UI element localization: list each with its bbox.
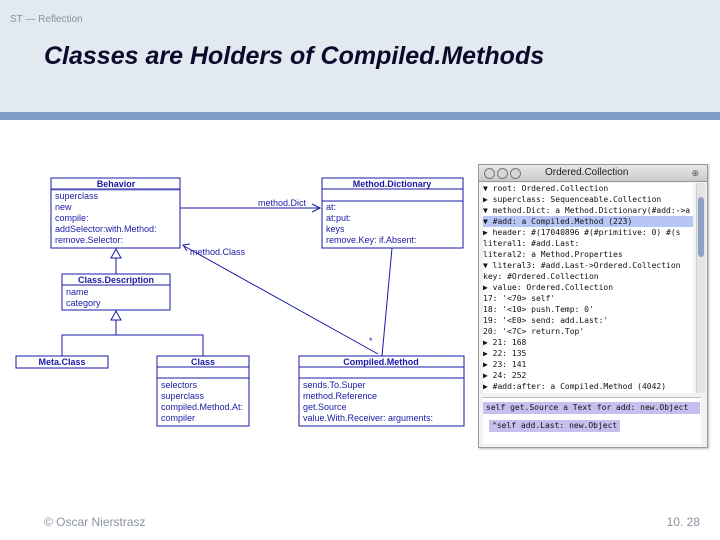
class-box — [156, 355, 250, 427]
tree-row[interactable]: literal2: a Method.Properties — [483, 250, 623, 259]
compiled-method-member: get.Source — [303, 402, 347, 412]
class-member: selectors — [161, 380, 198, 390]
method-class-association — [183, 245, 379, 355]
tree-row[interactable]: ▼ root: Ordered.Collection — [483, 184, 609, 193]
compiled-method-member: value.With.Receiver: arguments: — [303, 413, 433, 423]
tree-row[interactable]: ▶ 22: 135 — [483, 349, 527, 358]
tree-row[interactable]: 20: '<7C> return.Top' — [483, 327, 585, 336]
breadcrumb: ST — Reflection — [10, 14, 83, 25]
header-rule — [0, 112, 720, 120]
page-number: 10. 28 — [666, 515, 700, 529]
method-dictionary-box — [321, 177, 464, 249]
compiled-methods-association — [381, 247, 393, 357]
behavior-name: Behavior — [97, 179, 136, 189]
tree-row[interactable]: ▶ 24: 252 — [483, 371, 527, 380]
collapse-icon[interactable] — [510, 168, 521, 179]
method-dictionary-name: Method.Dictionary — [353, 179, 432, 189]
code-line[interactable]: self get.Source a Text for add: new.Obje… — [483, 402, 700, 414]
behavior-member: superclass — [55, 191, 99, 201]
tree-row[interactable]: ▼ method.Dict: a Method.Dictionary(#add:… — [483, 206, 693, 215]
inspector-scrollbar[interactable] — [696, 183, 705, 393]
class-name: Class — [191, 357, 215, 367]
tree-row[interactable]: ▶ 23: 141 — [483, 360, 527, 369]
method-dict-label: method.Dict — [258, 198, 307, 208]
inheritance-metaclass-class — [61, 334, 204, 356]
metaclass-name: Meta.Class — [38, 357, 85, 367]
behavior-box — [50, 177, 181, 249]
multiplicity-label: * — [369, 336, 373, 346]
compiled-method-member: method.Reference — [303, 391, 377, 401]
compiled-method-member: sends.To.Super — [303, 380, 366, 390]
inspector-window[interactable]: Ordered.Collection ⊕ ▼ root: Ordered.Col… — [478, 164, 708, 448]
class-description-name: Class.Description — [78, 275, 154, 285]
tree-row[interactable]: ▶ #add:after: a Compiled.Method (4042) — [483, 382, 667, 391]
scrollbar-thumb[interactable] — [698, 197, 704, 257]
tree-row[interactable]: 19: '<E0> send: add.Last:' — [483, 316, 609, 325]
footer-author: © Oscar Nierstrasz — [44, 515, 146, 529]
tree-row[interactable]: 18: '<10> push.Temp: 0' — [483, 305, 594, 314]
class-member: superclass — [161, 391, 205, 401]
tree-row[interactable]: ▶ header: #(17040896 #(#primitive: 0) #(… — [483, 228, 681, 237]
method-dictionary-member: at:put: — [326, 213, 351, 223]
method-dictionary-member: keys — [326, 224, 345, 234]
method-class-label: method.Class — [190, 247, 246, 257]
tree-row[interactable]: literal1: #add.Last: — [483, 239, 580, 248]
behavior-member: new — [55, 202, 72, 212]
inspector-code-pane[interactable]: self get.Source a Text for add: new.Obje… — [483, 397, 701, 444]
behavior-member: compile: — [55, 213, 89, 223]
inspector-tree[interactable]: ▼ root: Ordered.Collection ▶ superclass:… — [483, 183, 693, 393]
slide-header — [0, 0, 720, 112]
tree-row[interactable]: key: #Ordered.Collection — [483, 272, 599, 281]
tree-row[interactable]: ▶ superclass: Sequenceable.Collection — [483, 195, 662, 204]
class-description-member: name — [66, 287, 89, 297]
expand-icon[interactable]: ⊕ — [691, 168, 699, 178]
compiled-method-box — [298, 355, 465, 427]
tree-row[interactable]: ▶ 21: 168 — [483, 338, 527, 347]
behavior-member: addSelector:with.Method: — [55, 224, 157, 234]
code-line[interactable]: ^self add.Last: new.Object — [489, 420, 621, 432]
inspector-title: Ordered.Collection — [545, 167, 629, 178]
compiled-method-name: Compiled.Method — [343, 357, 419, 367]
page-title: Classes are Holders of Compiled.Methods — [44, 42, 545, 70]
method-dictionary-member: at: — [326, 202, 336, 212]
class-description-box — [61, 273, 171, 311]
inspector-title-bar[interactable]: Ordered.Collection ⊕ — [479, 165, 707, 182]
close-icon[interactable] — [484, 168, 495, 179]
class-description-member: category — [66, 298, 101, 308]
tree-row[interactable]: ▼ literal3: #add.Last->Ordered.Collectio… — [483, 261, 681, 270]
tree-row-selected[interactable]: ▼ #add: a Compiled.Method (223) — [483, 216, 693, 227]
method-dictionary-member: remove.Key: if.Absent: — [326, 235, 417, 245]
class-member: compiled.Method.At: — [161, 402, 243, 412]
tree-row[interactable]: 17: '<70> self' — [483, 294, 556, 303]
behavior-member: remove.Selector: — [55, 235, 123, 245]
class-member: compiler — [161, 413, 195, 423]
tree-row[interactable]: ▶ value: Ordered.Collection — [483, 283, 614, 292]
menu-icon[interactable] — [497, 168, 508, 179]
